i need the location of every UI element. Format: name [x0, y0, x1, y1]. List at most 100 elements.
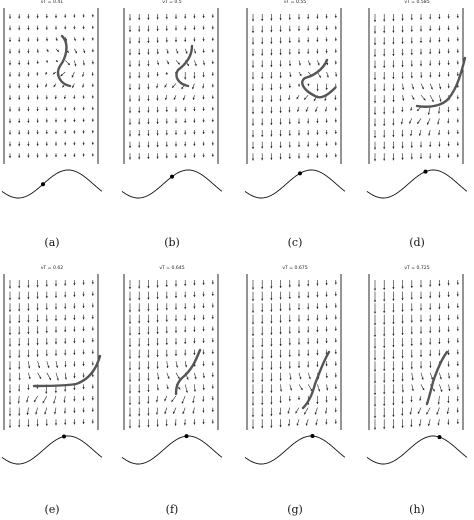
velocity-arrow-head [73, 27, 76, 30]
velocity-arrow-head [307, 319, 310, 322]
velocity-arrow-head [193, 27, 196, 30]
velocity-arrow-head [36, 27, 39, 30]
velocity-arrow-head [184, 155, 187, 158]
velocity-arrow-head [417, 411, 420, 414]
velocity-arrow-head [251, 146, 255, 149]
velocity-arrow-head [401, 157, 404, 160]
velocity-arrow-head [426, 412, 429, 415]
velocity-arrow-head [383, 380, 386, 383]
velocity-arrow-head [279, 134, 282, 137]
velocity-arrow-head [54, 15, 58, 18]
velocity-arrow-head [27, 308, 30, 311]
velocity-arrow-head [410, 157, 413, 160]
velocity-arrow-head [156, 343, 159, 346]
velocity-arrow-head [193, 422, 196, 425]
velocity-arrow-head [383, 65, 386, 68]
velocity-arrow-head [184, 16, 187, 19]
velocity-arrow-head [45, 97, 48, 100]
velocity-arrow-head [147, 320, 150, 323]
velocity-arrow-head [438, 318, 441, 321]
velocity-arrow-head [73, 15, 76, 18]
velocity-arrow-head [202, 388, 205, 391]
velocity-arrow-head [373, 323, 377, 326]
velocity-arrow-head [18, 39, 21, 42]
velocity-arrow-head [211, 375, 214, 378]
panel-caption: (e) [44, 503, 60, 516]
velocity-arrow-head [27, 320, 30, 323]
velocity-arrow-head [156, 62, 160, 66]
velocity-arrow-head [297, 145, 301, 148]
velocity-arrow-head [421, 377, 424, 380]
velocity-arrow-head [202, 27, 205, 30]
velocity-arrow-head [261, 111, 264, 114]
velocity-arrow-head [64, 27, 67, 30]
velocity-arrow-head [383, 89, 386, 92]
velocity-arrow-head [297, 156, 301, 159]
velocity-arrow-head [8, 40, 12, 42]
velocity-arrow-head [447, 155, 450, 158]
velocity-arrow-head [91, 317, 94, 320]
velocity-arrow-head [194, 376, 197, 380]
velocity-arrow-head [64, 341, 67, 344]
velocity-arrow-head [438, 144, 441, 147]
velocity-arrow-head [64, 155, 67, 157]
velocity-arrow-head [62, 85, 65, 88]
velocity-arrow-head [456, 363, 459, 366]
velocity-arrow-head [18, 344, 21, 347]
velocity-arrow-head [383, 31, 386, 34]
velocity-arrow-head [307, 342, 310, 345]
velocity-arrow-head [392, 345, 395, 348]
velocity-arrow-head [147, 297, 150, 300]
velocity-arrow-head [316, 295, 319, 298]
velocity-arrow-head [48, 377, 51, 381]
velocity-arrow-head [334, 305, 337, 308]
velocity-arrow-head [419, 331, 423, 334]
velocity-arrow-head [402, 98, 405, 101]
velocity-arrow-head [184, 283, 187, 286]
velocity-arrow-head [373, 124, 377, 127]
velocity-arrow-head [128, 356, 132, 359]
time-label: νT = 0.645 [159, 266, 185, 271]
velocity-arrow-head [288, 29, 291, 32]
velocity-arrow-head [64, 389, 67, 392]
velocity-arrow-head [8, 121, 12, 124]
velocity-arrow-head [431, 99, 434, 103]
velocity-arrow-head [211, 328, 214, 331]
velocity-arrow-head [174, 40, 178, 43]
velocity-arrow-head [261, 298, 264, 301]
velocity-arrow-head [156, 17, 159, 20]
velocity-arrow-head [8, 414, 12, 417]
velocity-arrow-head [147, 29, 150, 32]
velocity-arrow-head [177, 62, 180, 65]
velocity-arrow-head [325, 400, 328, 403]
phase-marker [62, 434, 66, 439]
velocity-arrow-head [373, 392, 377, 395]
velocity-arrow-head [318, 75, 321, 78]
velocity-arrow-head [279, 412, 282, 415]
velocity-arrow-head [401, 30, 404, 33]
velocity-arrow-head [447, 74, 450, 77]
velocity-arrow-head [82, 421, 85, 424]
velocity-arrow-head [165, 331, 168, 334]
velocity-arrow-head [184, 28, 187, 31]
velocity-arrow-head [251, 334, 255, 337]
velocity-arrow-head [166, 61, 169, 65]
velocity-arrow-head [193, 16, 196, 19]
velocity-arrow-head [401, 286, 404, 289]
velocity-arrow-head [392, 111, 395, 114]
velocity-arrow-head [421, 87, 424, 90]
velocity-arrow-head [438, 156, 441, 159]
velocity-arrow-head [279, 425, 282, 428]
velocity-arrow-head [164, 97, 168, 101]
velocity-arrow-head [392, 77, 395, 80]
velocity-arrow-head [401, 309, 404, 312]
velocity-arrow-head [8, 86, 12, 89]
velocity-arrow-head [202, 294, 205, 297]
velocity-arrow-head [202, 282, 205, 285]
velocity-arrow-head [326, 388, 329, 391]
phase-marker [437, 435, 442, 440]
velocity-arrow-head [307, 40, 310, 43]
velocity-arrow-head [52, 72, 56, 75]
phase-marker [298, 171, 302, 176]
velocity-arrow-head [429, 52, 432, 55]
